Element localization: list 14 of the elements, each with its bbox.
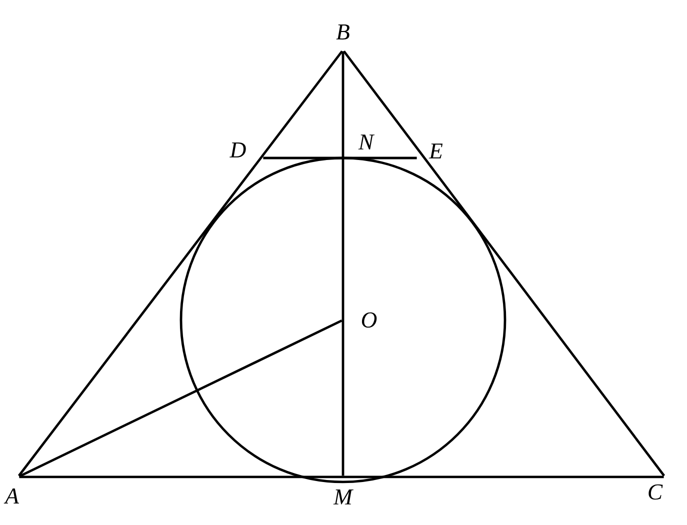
line-segment	[342, 50, 666, 476]
line-segment	[263, 156, 417, 160]
point-label: M	[333, 490, 354, 504]
point-label: C	[648, 484, 663, 500]
point-label: N	[358, 134, 375, 150]
point-label: B	[336, 24, 350, 40]
point-label: D	[230, 142, 246, 158]
line-segment	[18, 50, 344, 477]
line-segment	[342, 51, 344, 476]
line-segment	[19, 476, 664, 478]
point-label: O	[362, 312, 377, 328]
point-label: E	[428, 144, 443, 158]
point-label: A	[4, 488, 19, 504]
line-segment	[18, 319, 342, 478]
